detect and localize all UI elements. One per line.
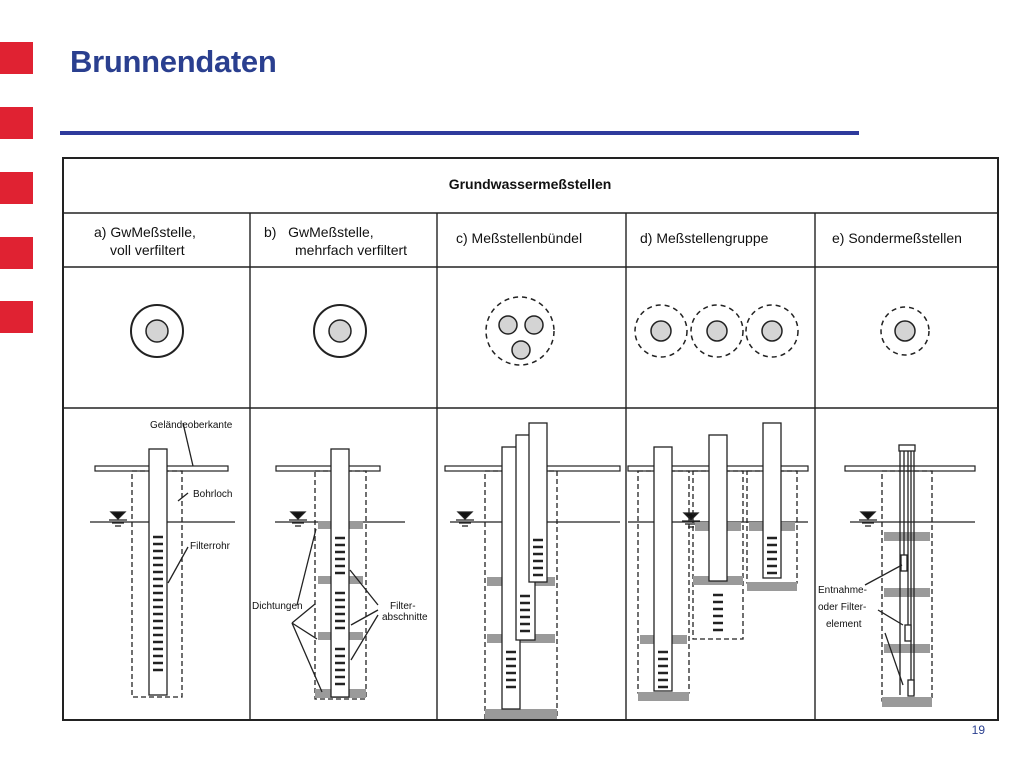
well-a xyxy=(90,422,235,698)
column-d-title: d) Meßstellengruppe xyxy=(640,230,769,246)
accent-square-2 xyxy=(0,107,33,139)
figure-header: Grundwassermeßstellen xyxy=(449,176,612,192)
label-entnahme-line2: oder Filter- xyxy=(818,602,866,613)
column-b-title-line2: mehrfach verfiltert xyxy=(295,242,407,258)
well-diagram: Grundwassermeßstellen a) GwMeßstelle, vo… xyxy=(60,155,1000,722)
column-c-title: c) Meßstellenbündel xyxy=(456,230,582,246)
table-grid xyxy=(62,157,999,721)
title-underline xyxy=(60,131,859,135)
label-dichtungen: Dichtungen xyxy=(252,601,303,612)
label-entnahme-line1: Entnahme- xyxy=(818,585,867,596)
label-filter-line1: Filter- xyxy=(390,601,416,612)
label-entnahme-line3: element xyxy=(826,619,862,630)
well-e xyxy=(850,444,975,707)
plan-view-symbols xyxy=(130,296,930,366)
well-d xyxy=(628,422,808,701)
well-c xyxy=(450,422,620,720)
label-filterrohr: Filterrohr xyxy=(190,541,231,552)
label-bohrloch: Bohrloch xyxy=(193,489,232,500)
column-a-title-line1: a) GwMeßstelle, xyxy=(94,224,196,240)
accent-square-1 xyxy=(0,42,33,74)
column-a-title-line2: voll verfiltert xyxy=(110,242,185,258)
column-b-title-line1: b) GwMeßstelle, xyxy=(264,224,374,240)
well-b xyxy=(275,448,405,700)
label-gelaendeoberkante: Geländeoberkante xyxy=(150,420,233,431)
label-filter-line2: abschnitte xyxy=(382,612,428,623)
accent-square-4 xyxy=(0,237,33,269)
slide-title: Brunnendaten xyxy=(70,44,277,79)
accent-square-3 xyxy=(0,172,33,204)
accent-square-5 xyxy=(0,301,33,333)
column-e-title: e) Sondermeßstellen xyxy=(832,230,962,246)
page-number: 19 xyxy=(971,723,985,737)
